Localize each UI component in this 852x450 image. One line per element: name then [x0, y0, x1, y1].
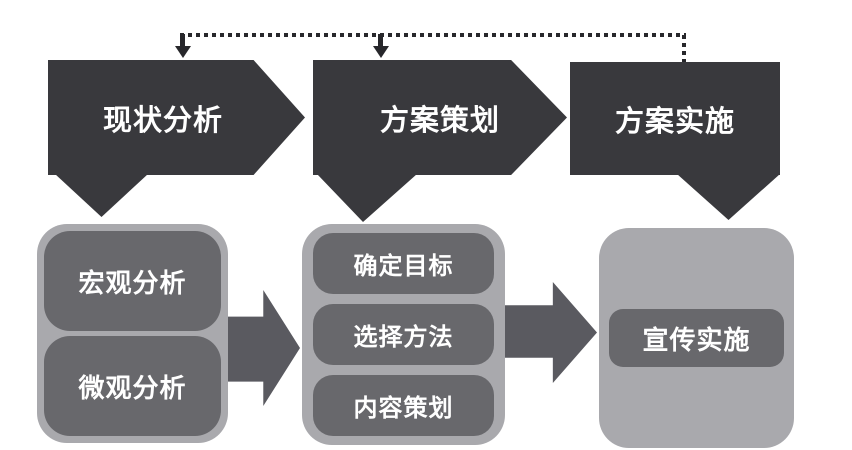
- group-analysis: 宏观分析 微观分析: [37, 224, 228, 443]
- group-item-label: 微观分析: [78, 372, 187, 403]
- feedback-line-horizontal: [180, 33, 686, 37]
- banner-stage-1: 现状分析: [48, 60, 305, 175]
- group-item: 确定目标: [313, 233, 494, 294]
- group-planning: 确定目标 选择方法 内容策划: [302, 224, 505, 445]
- arrow-down-icon: [180, 34, 185, 46]
- feedback-line-vertical: [682, 35, 686, 62]
- flow-arrow-2: [505, 282, 597, 383]
- banner-stage-3-label: 方案实施: [614, 105, 735, 138]
- group-item: 微观分析: [44, 336, 221, 436]
- group-item-label: 内容策划: [353, 395, 454, 422]
- group-item: 选择方法: [313, 304, 494, 365]
- group-item-label: 选择方法: [353, 324, 454, 351]
- group-item: 内容策划: [313, 375, 494, 436]
- group-item-label: 宣传实施: [642, 324, 751, 355]
- banner-pointer-2: [317, 174, 417, 222]
- group-item-label: 宏观分析: [78, 267, 187, 298]
- banner-stage-1-label: 现状分析: [102, 104, 223, 137]
- banner-pointer-3: [677, 174, 780, 220]
- banner-stage-2: 方案策划: [313, 60, 567, 175]
- group-item: 宏观分析: [44, 231, 221, 331]
- banner-stage-2-label: 方案策划: [379, 104, 500, 137]
- arrow-down-icon: [373, 46, 389, 58]
- group-implementation: 宣传实施: [599, 228, 794, 448]
- group-item-label: 确定目标: [353, 253, 454, 280]
- arrow-down-icon: [378, 34, 383, 46]
- group-item: 宣传实施: [609, 309, 784, 367]
- flow-arrow-1: [228, 290, 300, 406]
- banner-stage-3: 方案实施: [570, 62, 780, 175]
- arrow-down-icon: [175, 46, 191, 58]
- banner-pointer-1: [55, 174, 148, 217]
